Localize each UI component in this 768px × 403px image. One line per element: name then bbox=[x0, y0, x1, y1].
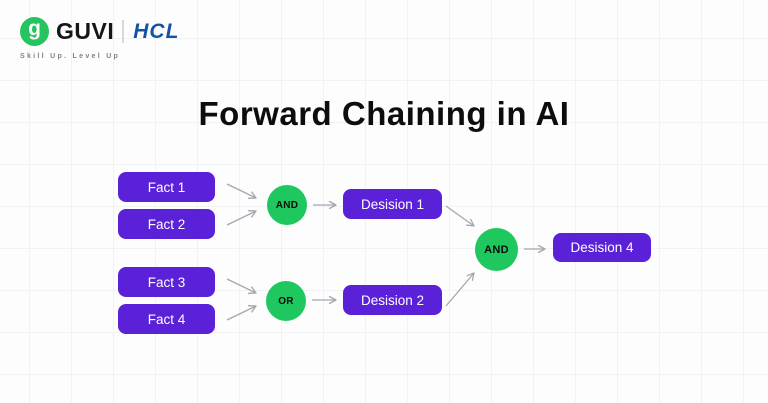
arrow-fact1-and1 bbox=[226, 183, 257, 199]
arrow-decision1-and2 bbox=[445, 205, 475, 227]
guvi-logo-icon: g bbox=[20, 17, 49, 46]
gate-or: OR bbox=[266, 281, 306, 321]
fact-3-node: Fact 3 bbox=[118, 267, 215, 297]
decision-4-node: Desision 4 bbox=[553, 233, 651, 262]
brand-divider bbox=[122, 20, 125, 43]
decision-2-node: Desision 2 bbox=[343, 285, 442, 315]
guvi-wordmark: GUVI bbox=[56, 18, 115, 44]
gate-and-1: AND bbox=[267, 185, 307, 225]
brand-header: g GUVI HCL Skill Up. Level Up bbox=[20, 17, 179, 60]
arrow-decision2-and2 bbox=[445, 272, 475, 307]
decision-1-node: Desision 1 bbox=[343, 189, 442, 219]
fact-2-node: Fact 2 bbox=[118, 209, 215, 239]
brand-tagline: Skill Up. Level Up bbox=[20, 53, 121, 60]
fact-1-node: Fact 1 bbox=[118, 172, 215, 202]
arrow-fact4-or bbox=[226, 305, 257, 321]
fact-4-node: Fact 4 bbox=[118, 304, 215, 334]
brand-row: g GUVI HCL bbox=[20, 17, 179, 46]
arrow-fact3-or bbox=[226, 278, 257, 294]
page-title: Forward Chaining in AI bbox=[198, 95, 570, 132]
hcl-wordmark: HCL bbox=[133, 19, 180, 43]
gate-and-2: AND bbox=[475, 228, 518, 271]
arrow-fact2-and1 bbox=[226, 210, 257, 226]
